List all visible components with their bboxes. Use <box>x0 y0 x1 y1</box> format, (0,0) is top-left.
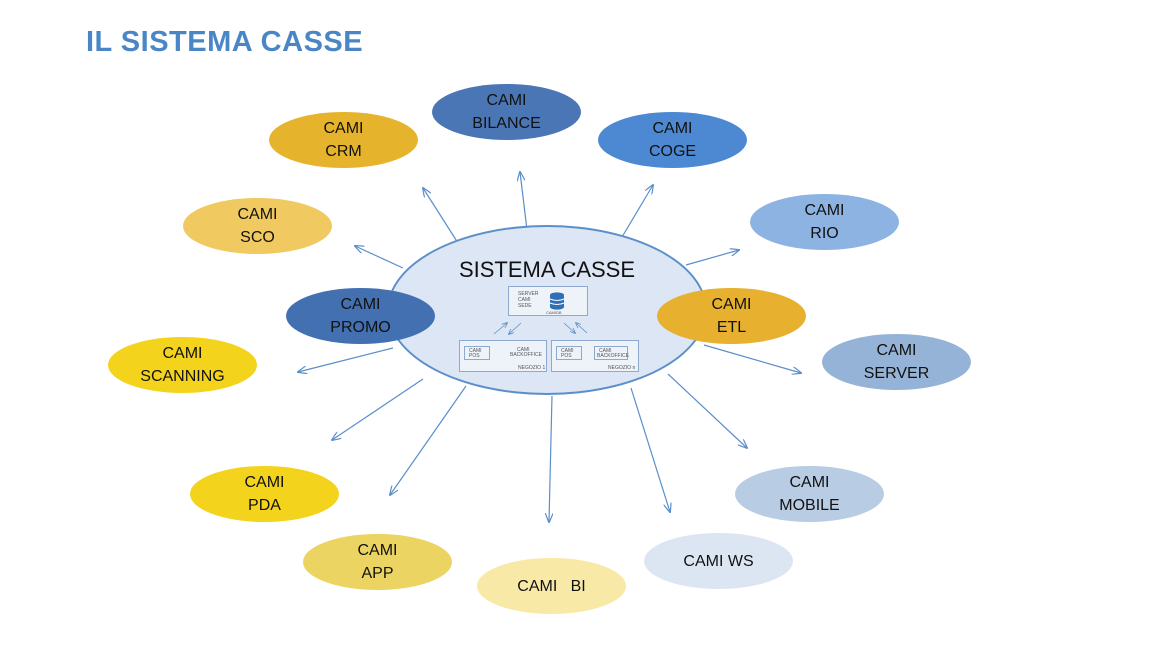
node-cami-bi: CAMI BI <box>477 558 626 614</box>
hub-inner-arrows <box>493 227 588 397</box>
arrow-to-mobile <box>667 373 747 448</box>
node-label-line1: CAMI <box>789 474 830 491</box>
backoffice-label-line2: BACKOFFICE <box>510 352 542 358</box>
node-label-line2: APP <box>361 565 394 582</box>
node-label-line2: RIO <box>810 225 839 242</box>
arrow-to-scanning <box>298 347 394 372</box>
node-label-line1: CAMI <box>244 474 285 491</box>
node-cami-mobile: CAMI MOBILE <box>735 466 884 522</box>
node-cami-scanning: CAMI SCANNING <box>108 337 257 393</box>
node-cami-sco: CAMI SCO <box>183 198 332 254</box>
node-label-line1: CAMI <box>237 206 278 223</box>
pos-box <box>556 346 582 360</box>
node-label-line2: BILANCE <box>472 115 541 132</box>
sistema-casse-hub: SISTEMA CASSE SERVER CAMI SEDE CAMIDB CA… <box>387 225 707 395</box>
node-label-line1: CAMI <box>323 120 364 137</box>
node-label-line1: CAMI <box>340 296 381 313</box>
page-title: IL SISTEMA CASSE <box>86 26 364 58</box>
pos-label-line2: POS <box>561 353 572 359</box>
node-label-line2: PDA <box>248 497 281 514</box>
node-label-line1: CAMI <box>486 92 527 109</box>
node-cami-ws: CAMI WS <box>644 533 793 589</box>
arrow-to-rio <box>685 250 739 266</box>
node-label-line1: CAMI <box>162 345 203 362</box>
node-cami-coge: CAMI COGE <box>598 112 747 168</box>
store-label: NEGOZIO 1 <box>518 365 546 371</box>
node-label-line1: CAMI <box>711 296 752 313</box>
arrow-to-sco <box>355 246 404 269</box>
node-label-line1: CAMI WS <box>683 552 754 570</box>
arrow-to-ws <box>630 387 670 512</box>
pos-box <box>464 346 490 360</box>
node-label-line2: PROMO <box>330 319 391 336</box>
db-label: CAMIDB <box>546 310 562 315</box>
node-label-line2: ETL <box>716 319 747 336</box>
server-label-line2: CAMI <box>518 297 531 303</box>
server-box: SERVER CAMI SEDE CAMIDB <box>508 286 588 316</box>
server-label-line3: SEDE <box>518 303 532 309</box>
backoffice-box <box>594 346 628 360</box>
pos-label-line1: CAMI <box>469 348 482 354</box>
node-cami-server: CAMI SERVER <box>822 334 971 390</box>
node-label-line1: CAMI <box>652 120 693 137</box>
arrow-to-server <box>703 344 801 373</box>
node-label-line2: COGE <box>648 143 697 160</box>
arrow-to-crm <box>423 188 459 244</box>
node-cami-rio: CAMI RIO <box>750 194 899 250</box>
hub-title: SISTEMA CASSE <box>458 257 636 282</box>
node-cami-pda: CAMI PDA <box>190 466 339 522</box>
store-box-1: CAMI POS CAMI BACKOFFICE NEGOZIO 1 <box>459 340 547 372</box>
node-label-line1: CAMI BI <box>517 577 586 595</box>
store-label: NEGOZIO n <box>608 365 636 371</box>
node-label-line1: CAMI <box>357 542 398 559</box>
arrow-to-bilance <box>520 172 528 231</box>
database-icon <box>549 292 565 310</box>
node-cami-crm: CAMI CRM <box>269 112 418 168</box>
server-label-line1: SERVER <box>518 291 539 297</box>
arrow-to-pda <box>332 378 424 440</box>
node-label-line1: CAMI <box>804 202 845 219</box>
node-label-line1: CAMI <box>876 342 917 359</box>
node-label-line2: SCANNING <box>140 368 225 385</box>
node-cami-etl: CAMI ETL <box>657 288 806 344</box>
node-cami-promo: CAMI PROMO <box>286 288 435 344</box>
node-label-line2: MOBILE <box>779 497 840 514</box>
node-cami-bilance: CAMI BILANCE <box>432 84 581 140</box>
pos-label-line2: POS <box>469 353 480 359</box>
arrow-to-bi <box>549 395 552 522</box>
backoffice-label-line1: CAMI <box>517 347 530 353</box>
arrow-to-app <box>390 385 467 495</box>
backoffice-label-line2: BACKOFFICE <box>597 353 629 359</box>
node-cami-app: CAMI APP <box>303 534 452 590</box>
backoffice-label-line1: CAMI <box>599 348 612 354</box>
node-label-line2: SCO <box>240 229 275 246</box>
node-label-line2: CRM <box>325 143 362 160</box>
pos-label-line1: CAMI <box>561 348 574 354</box>
node-label-line2: SERVER <box>863 365 930 382</box>
store-box-n: CAMI POS CAMI BACKOFFICE NEGOZIO n <box>551 340 639 372</box>
arrow-to-coge <box>621 185 653 238</box>
